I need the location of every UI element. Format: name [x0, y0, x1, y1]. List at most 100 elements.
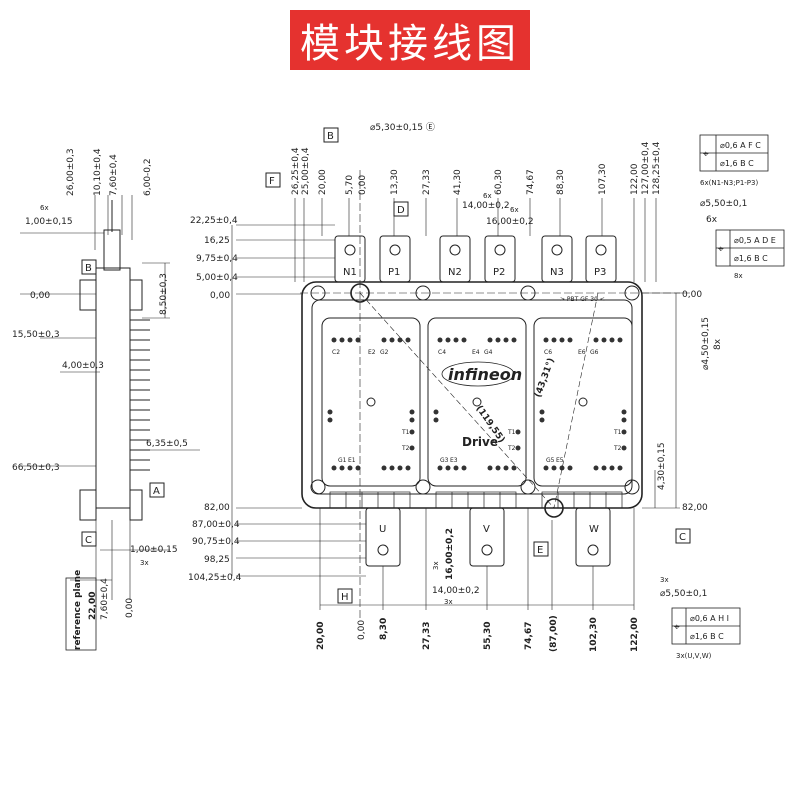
- reference-plane-label: reference plane: [73, 570, 83, 650]
- label-u: U: [379, 524, 386, 535]
- drive-label: Drive: [462, 435, 498, 449]
- tolerance-symbol-2: ⌖: [718, 244, 724, 255]
- tolerance-2-row-2: ⌀1,6 B C: [734, 254, 768, 263]
- dim-3x-v: 3x: [432, 561, 440, 570]
- dim-0-00-top: 0,00: [358, 175, 368, 195]
- datum-d: D: [397, 205, 405, 216]
- tolerance-symbol-3: ⌖: [674, 622, 680, 633]
- mount-hole-bm1: [415, 479, 431, 495]
- dim-4-30: 4,30±0,15: [657, 442, 667, 490]
- dim-128-25: 128,25±0,4: [652, 141, 662, 195]
- tolerance-1-row-1: ⌀0,6 A F C: [720, 141, 761, 150]
- datum-b-box: [323, 127, 339, 143]
- side-top-terminal: [103, 229, 121, 271]
- side-dim-6x: 6x: [40, 204, 49, 212]
- side-dim-66-50: 66,50±0,3: [12, 463, 60, 473]
- tolerance-frame-1: ⌖ ⌀0,6 A F C ⌀1,6 B C 6x(N1-N3;P1-P3): [699, 134, 769, 187]
- dim-55-30: 55,30: [483, 622, 493, 650]
- terminal-p2: [484, 235, 516, 283]
- terminal-n2: [439, 235, 471, 283]
- angle-43-31: (43,31°): [533, 357, 556, 399]
- side-dim-26: 26,00±0,3: [66, 148, 76, 196]
- dim-16-00-bottom: 16,00±0,2: [445, 528, 455, 580]
- title-banner: 模块接线图: [290, 10, 530, 70]
- pin-g5: G5: [546, 457, 555, 464]
- phase-2-compartment: [427, 317, 527, 487]
- side-dim-7-60: 7,60±0,4: [109, 154, 119, 196]
- dim-22-25: 22,25±0,4: [190, 216, 238, 226]
- side-dim-15-50: 15,50±0,3: [12, 330, 60, 340]
- title-text: 模块接线图: [300, 21, 520, 67]
- front-datums: B F D E H C: [265, 127, 691, 604]
- dim-6x-a: 6x: [483, 192, 492, 200]
- front-dim-lines: [231, 198, 690, 610]
- side-right-mount-top: [129, 279, 143, 311]
- reference-plane-frame: [65, 577, 97, 651]
- center-mark-3: [578, 397, 588, 407]
- datum-f-box: [265, 172, 281, 188]
- tolerance-1-row-2: ⌀1,6 B C: [720, 159, 754, 168]
- label-w: W: [589, 524, 599, 535]
- datum-c-box: [675, 528, 691, 544]
- mount-hole-br: [624, 479, 640, 495]
- dim-87-00-paren: (87,00): [549, 615, 559, 652]
- terminal-p2-hole: [494, 244, 506, 256]
- dim-107-30: 107,30: [598, 163, 608, 195]
- dim-87-00: 87,00±0,4: [192, 520, 240, 530]
- pin-labels: C2 E2 G2 C4 E4 G4 C6 E6 G6 G1 E1 G3 E3 G…: [332, 349, 622, 464]
- side-dim-1-00-bottom: 1,00±0,15: [130, 545, 178, 555]
- side-datum-a: A: [153, 486, 160, 497]
- tolerance-3-row-1: ⌀0,6 A H I: [690, 614, 729, 623]
- front-view: [300, 170, 680, 620]
- front-labels: 26,25±0,4 25,00±0,4 20,00 5,70 0,00 13,3…: [188, 122, 747, 652]
- dim-74-67-bottom: 74,67: [524, 622, 534, 650]
- dim-82-00-left: 82,00: [204, 503, 230, 513]
- side-left-mount-top: [79, 279, 97, 311]
- pin-g1: G1: [338, 457, 347, 464]
- pin-t1-b: T1: [507, 429, 516, 436]
- part-ref-label: > PBT GF 30 <: [560, 296, 605, 303]
- dim-6x-b: 6x: [510, 206, 519, 214]
- dim-14-00-bottom: 14,00±0,2: [432, 586, 480, 596]
- infineon-logo: infineon: [448, 365, 522, 384]
- tolerance-symbol-1: ⌖: [703, 149, 709, 160]
- terminal-v: [469, 507, 505, 567]
- dim-88-30: 88,30: [556, 169, 566, 195]
- side-dim-8-50: 8,50±0,3: [159, 273, 169, 315]
- mount-hole-bl: [310, 479, 326, 495]
- dim-9-75: 9,75±0,4: [196, 254, 238, 264]
- dim-5-00: 5,00±0,4: [196, 273, 238, 283]
- dim-27-33-bottom: 27,33: [422, 622, 432, 650]
- terminal-n1-hole: [344, 244, 356, 256]
- side-view-labels: 26,00±0,3 10,10±0,4 7,60±0,4 6,00-0,2 6x…: [12, 148, 188, 650]
- dim-16-25: 16,25: [204, 236, 230, 246]
- pin-t2-c: T2: [613, 445, 622, 452]
- dim-122-00-bottom: 122,00: [630, 617, 640, 652]
- datum-e: E: [537, 545, 543, 556]
- terminal-n3-hole: [551, 244, 563, 256]
- pin-e2: E2: [368, 349, 376, 356]
- pin-c2: C2: [332, 349, 340, 356]
- terminal-p1-hole: [389, 244, 401, 256]
- terminal-p3-hole: [595, 244, 607, 256]
- pin-g3: G3: [440, 457, 449, 464]
- center-mark-1: [366, 397, 376, 407]
- pin-e4: E4: [472, 349, 480, 356]
- dim-6x-right: 6x: [706, 215, 718, 225]
- datum-f: F: [269, 176, 275, 187]
- pin-e6: E6: [578, 349, 586, 356]
- terminal-n2-hole: [449, 244, 461, 256]
- label-n3: N3: [550, 267, 564, 278]
- side-dim-10-10: 10,10±0,4: [93, 148, 103, 196]
- dim-16-00: 16,00±0,2: [486, 217, 534, 227]
- terminal-n3: [541, 235, 573, 283]
- tolerance-3-row-2: ⌀1,6 B C: [690, 632, 724, 641]
- tolerance-2-note: 8x: [734, 272, 743, 280]
- dim-102-30: 102,30: [589, 617, 599, 652]
- pin-g2: G2: [380, 349, 389, 356]
- datum-e-box: [533, 541, 549, 557]
- tolerance-frame-3: ⌖ ⌀0,6 A H I ⌀1,6 B C 3x(U,V,W): [671, 607, 741, 660]
- dim-122-00-top: 122,00: [630, 163, 640, 195]
- label-n2: N2: [448, 267, 462, 278]
